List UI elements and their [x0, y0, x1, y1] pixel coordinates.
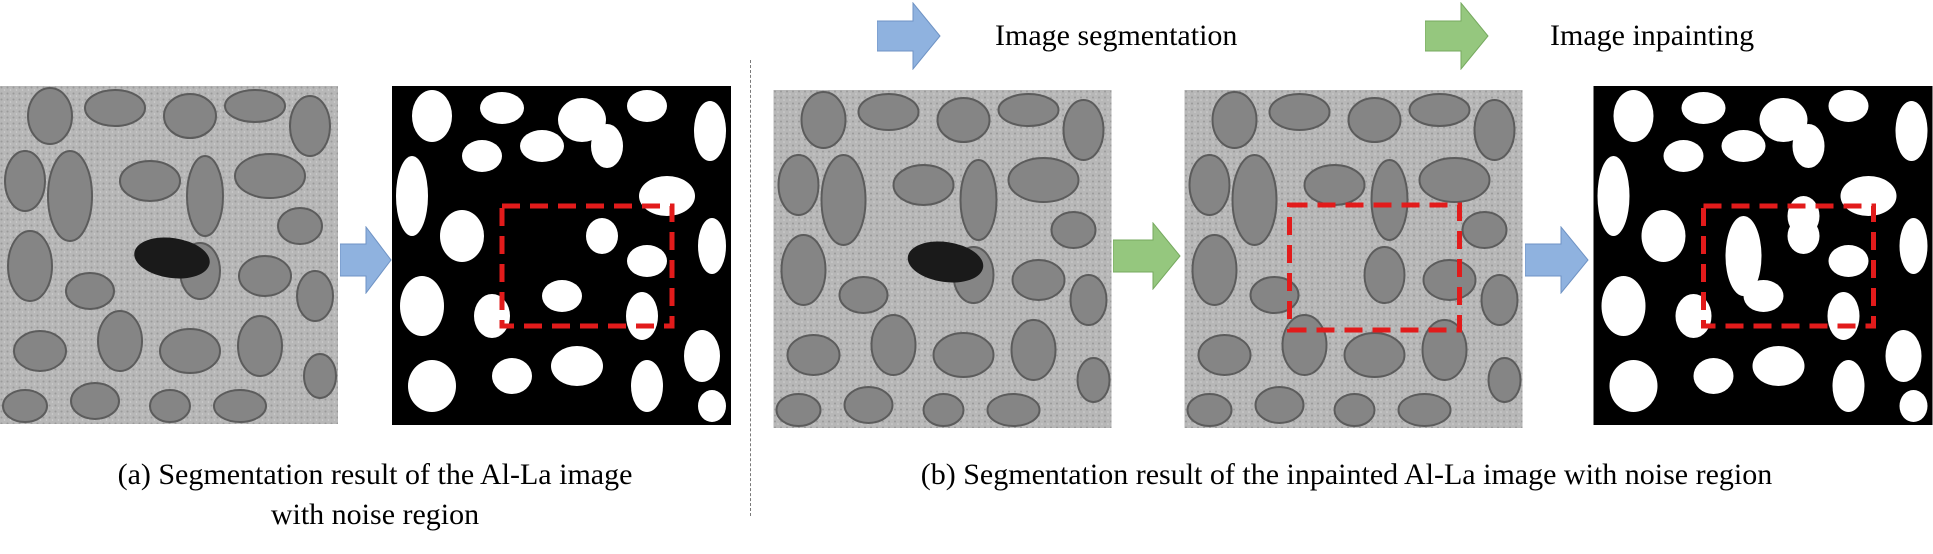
segmentation-legend-label: Image segmentation [995, 19, 1238, 52]
al-la-micrograph-with-noise [0, 86, 338, 424]
inpainting-legend-label: Image inpainting [1550, 19, 1755, 52]
segmentation-mask-original [392, 86, 731, 425]
inpainted-micrograph [1183, 90, 1524, 428]
inpainting-legend-arrow-icon [1425, 2, 1489, 70]
segmentation-mask-inpainted [1593, 86, 1933, 425]
segmentation-arrow-b-icon [1525, 226, 1589, 294]
caption-b-line1: (b) Segmentation result of the inpainted… [920, 458, 1773, 491]
segmentation-arrow-a-icon [340, 226, 392, 294]
caption-a-line1: (a) Segmentation result of the Al-La ima… [117, 458, 633, 491]
caption-a-line2: with noise region [270, 498, 480, 531]
panel-divider [750, 60, 751, 516]
al-la-micrograph-noisy-b [773, 90, 1112, 428]
inpainting-arrow-icon [1113, 222, 1181, 290]
segmentation-legend-arrow-icon [877, 2, 941, 70]
